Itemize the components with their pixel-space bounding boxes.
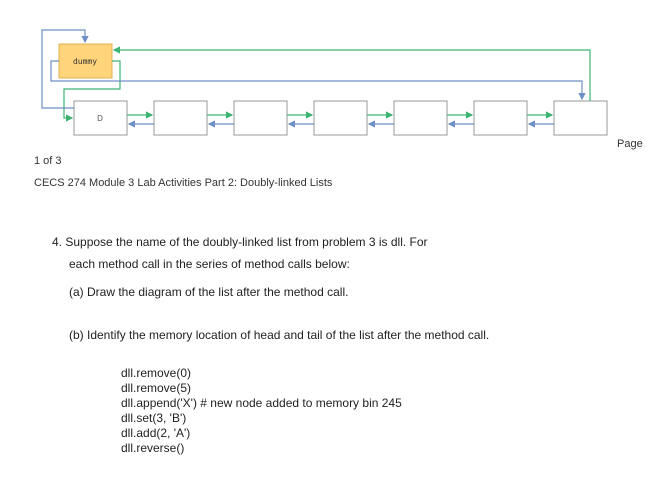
list-node-3 <box>233 100 288 136</box>
method-call: dll.set(3, 'B') <box>121 411 187 425</box>
node-label: D <box>97 114 103 123</box>
question-part-a: (a) Draw the diagram of the list after t… <box>69 285 349 299</box>
method-call: dll.remove(0) <box>121 366 192 380</box>
list-node-2 <box>153 100 208 136</box>
method-call-list: dll.remove(0) dll.remove(5) dll.append('… <box>121 366 402 456</box>
method-call: dll.append('X') # new node added to memo… <box>121 396 402 410</box>
prev-arrows <box>41 29 586 128</box>
next-arrows <box>63 46 591 122</box>
question-part-b: (b) Identify the memory location of head… <box>69 328 490 342</box>
list-node-5 <box>393 100 448 136</box>
list-node-4 <box>313 100 368 136</box>
document-title: CECS 274 Module 3 Lab Activities Part 2:… <box>34 177 333 189</box>
question-line-2: each method call in the series of method… <box>69 257 350 271</box>
doubly-linked-list-diagram: dummy D <box>41 29 608 136</box>
list-node-1 <box>73 100 128 136</box>
method-call: dll.reverse() <box>121 441 185 455</box>
list-node-7 <box>553 100 608 136</box>
list-node-6 <box>473 100 528 136</box>
page-label: Page <box>617 138 643 150</box>
method-call: dll.remove(5) <box>121 381 192 395</box>
method-call: dll.add(2, 'A') <box>121 426 191 440</box>
page-number: 1 of 3 <box>34 155 62 167</box>
question-line-1: 4. Suppose the name of the doubly-linked… <box>52 235 428 249</box>
dummy-label: dummy <box>73 57 97 66</box>
